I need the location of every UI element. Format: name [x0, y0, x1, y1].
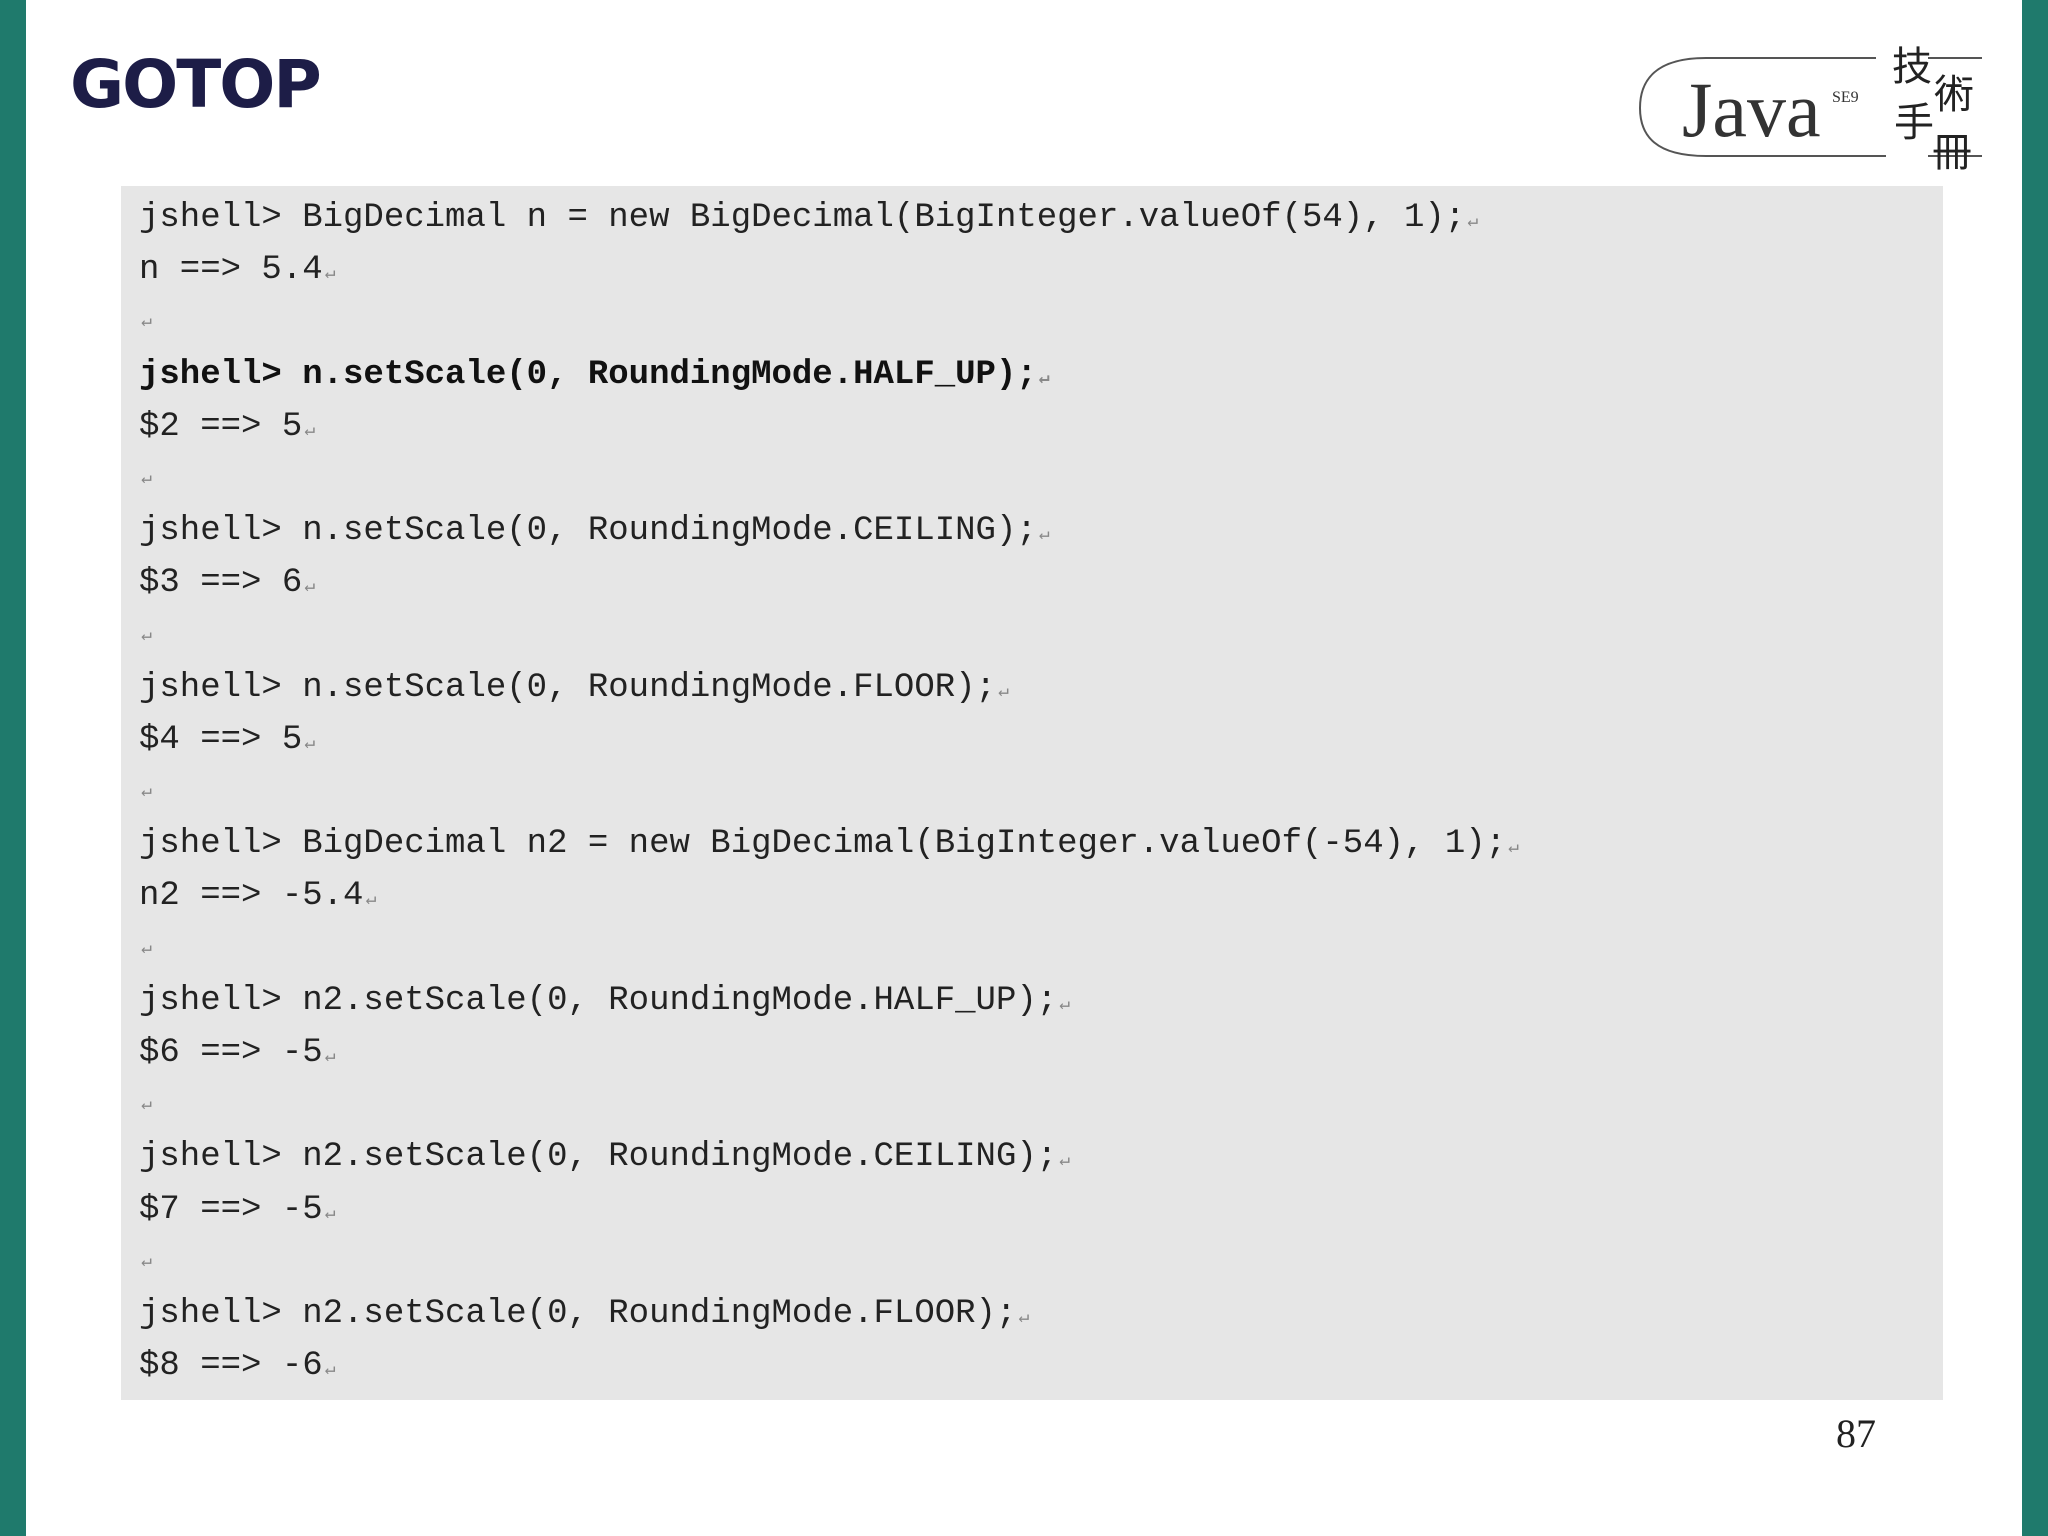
code-line: $7 ==> -5↵: [139, 1184, 1519, 1236]
code-line-text: $7 ==> -5: [139, 1190, 323, 1229]
code-line: jshell> n.setScale(0, RoundingMode.FLOOR…: [139, 662, 1519, 714]
code-line: ↵: [139, 453, 1519, 505]
code-line-text: $2 ==> 5: [139, 407, 303, 446]
code-line-text: jshell> n2.setScale(0, RoundingMode.HALF…: [139, 981, 1058, 1020]
code-line-text: jshell> n2.setScale(0, RoundingMode.FLOO…: [139, 1294, 1017, 1333]
code-line: n ==> 5.4↵: [139, 244, 1519, 296]
book-logo-char-4: 冊: [1932, 130, 1972, 172]
line-break-mark: ↵: [324, 1360, 336, 1381]
code-line: $3 ==> 6↵: [139, 557, 1519, 609]
line-break-mark: ↵: [141, 1095, 152, 1116]
line-break-mark: ↵: [324, 1203, 336, 1224]
line-break-mark: ↵: [141, 468, 152, 489]
code-line: ↵: [139, 923, 1519, 975]
code-lines: jshell> BigDecimal n = new BigDecimal(Bi…: [139, 192, 1519, 1392]
code-line: n2 ==> -5.4↵: [139, 870, 1519, 922]
book-logo-subtitle: 技 術 手 冊: [1892, 44, 1974, 172]
left-accent-bar: [0, 0, 26, 1536]
code-line: ↵: [139, 1079, 1519, 1131]
book-logo-edition: SE9: [1832, 89, 1859, 106]
code-line: ↵: [139, 766, 1519, 818]
code-line-text: $6 ==> -5: [139, 1034, 323, 1072]
line-break-mark: ↵: [141, 938, 152, 959]
book-logo: Java SE9 技 術 手 冊: [1636, 40, 1982, 172]
line-break-mark: ↵: [324, 1047, 336, 1067]
code-line-text: jshell> n.setScale(0, RoundingMode.CEILI…: [139, 512, 1037, 551]
code-block: jshell> BigDecimal n = new BigDecimal(Bi…: [121, 186, 1943, 1400]
book-logo-char-2: 術: [1934, 72, 1974, 118]
line-break-mark: ↵: [365, 890, 377, 911]
code-line-text: n ==> 5.4: [139, 251, 323, 290]
book-logo-char-1: 技: [1892, 44, 1932, 90]
code-line-text: n2 ==> -5.4: [139, 877, 364, 916]
line-break-mark: ↵: [304, 733, 316, 754]
line-break-mark: ↵: [1059, 994, 1070, 1015]
line-break-mark: ↵: [1018, 1307, 1030, 1328]
code-line-text: $8 ==> -6: [139, 1347, 323, 1386]
code-line: jshell> n.setScale(0, RoundingMode.CEILI…: [139, 505, 1519, 557]
code-line-text: $4 ==> 5: [139, 720, 303, 759]
code-line: jshell> n2.setScale(0, RoundingMode.HALF…: [139, 975, 1519, 1027]
code-line: ↵: [139, 610, 1519, 662]
line-break-mark: ↵: [1508, 838, 1519, 859]
code-line: $2 ==> 5↵: [139, 401, 1519, 453]
line-break-mark: ↵: [997, 681, 1009, 702]
book-logo-title: Java: [1682, 66, 1821, 153]
code-line: $8 ==> -6↵: [139, 1340, 1519, 1392]
page-number: 87: [1836, 1411, 1876, 1456]
code-line-text: jshell> n.setScale(0, RoundingMode.HALF_…: [139, 355, 1037, 394]
line-break-mark: ↵: [1038, 368, 1050, 389]
publisher-logo: GOTOP: [70, 46, 322, 123]
line-break-mark: ↵: [1059, 1151, 1070, 1172]
line-break-mark: ↵: [304, 420, 316, 441]
code-line: $6 ==> -5↵: [139, 1027, 1519, 1079]
code-line-text: jshell> BigDecimal n = new BigDecimal(Bi…: [139, 199, 1466, 237]
line-break-mark: ↵: [304, 577, 316, 598]
code-line: ↵: [139, 1236, 1519, 1288]
line-break-mark: ↵: [141, 782, 152, 803]
code-line: ↵: [139, 296, 1519, 348]
line-break-mark: ↵: [141, 625, 152, 646]
line-break-mark: ↵: [1038, 525, 1050, 546]
code-line-text: jshell> n.setScale(0, RoundingMode.FLOOR…: [139, 668, 996, 707]
code-line: jshell> BigDecimal n2 = new BigDecimal(B…: [139, 818, 1519, 870]
book-logo-char-3: 手: [1894, 100, 1934, 146]
code-line: $4 ==> 5↵: [139, 714, 1519, 766]
line-break-mark: ↵: [1467, 212, 1479, 232]
code-line: jshell> n2.setScale(0, RoundingMode.CEIL…: [139, 1131, 1519, 1183]
code-line: jshell> n2.setScale(0, RoundingMode.FLOO…: [139, 1288, 1519, 1340]
line-break-mark: ↵: [141, 1251, 152, 1272]
line-break-mark: ↵: [324, 264, 336, 285]
code-line: jshell> BigDecimal n = new BigDecimal(Bi…: [139, 192, 1519, 244]
code-line: jshell> n.setScale(0, RoundingMode.HALF_…: [139, 349, 1519, 401]
code-line-text: $3 ==> 6: [139, 564, 303, 603]
code-line-text: jshell> BigDecimal n2 = new BigDecimal(B…: [139, 825, 1507, 864]
line-break-mark: ↵: [141, 312, 152, 333]
right-accent-bar: [2022, 0, 2048, 1536]
code-line-text: jshell> n2.setScale(0, RoundingMode.CEIL…: [139, 1138, 1058, 1177]
